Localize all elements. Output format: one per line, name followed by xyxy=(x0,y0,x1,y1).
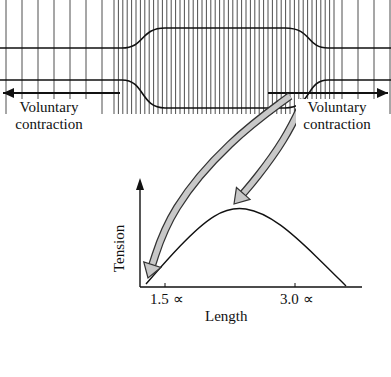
filament-line xyxy=(232,0,233,114)
filament-line xyxy=(358,0,359,114)
fibre-outline-top xyxy=(0,28,391,48)
arrow-body xyxy=(152,96,290,265)
filament-line xyxy=(281,0,282,114)
filament-line xyxy=(166,0,167,114)
filament-line xyxy=(250,0,251,114)
filament-line xyxy=(22,0,23,114)
mapping-arrow xyxy=(234,100,304,204)
filament-line xyxy=(70,0,71,114)
filament-line xyxy=(102,0,103,114)
filament-line xyxy=(122,0,123,114)
filament-line xyxy=(131,0,132,114)
arrow-shaft xyxy=(3,92,120,94)
filament-line xyxy=(246,0,247,114)
filament-line xyxy=(298,0,299,114)
filament-line xyxy=(210,0,211,114)
filament-line xyxy=(202,0,203,114)
filament-line xyxy=(175,0,176,114)
arrow-head xyxy=(377,88,388,98)
filament-line xyxy=(188,0,189,114)
arrow-outline xyxy=(152,96,290,265)
contraction-arrow xyxy=(3,88,120,98)
tick-label: 1.5 ∝ xyxy=(150,291,184,308)
filament-line xyxy=(241,0,242,114)
filament-line xyxy=(374,0,375,114)
filament-line xyxy=(263,0,264,114)
filament-line xyxy=(158,0,159,114)
filament-line xyxy=(303,0,304,114)
mapping-arrow xyxy=(144,96,290,278)
contraction-label: Voluntary contraction xyxy=(296,99,378,133)
axis-label: Tension xyxy=(111,225,128,272)
arrow-shaft xyxy=(268,92,388,94)
filament-line xyxy=(316,0,317,114)
filament-line xyxy=(228,0,229,114)
graph-axes xyxy=(136,178,362,287)
x-axis xyxy=(140,286,362,287)
arrow-outline xyxy=(243,100,304,193)
filament-line xyxy=(320,0,321,114)
tick xyxy=(165,283,166,287)
filament-line xyxy=(140,0,141,114)
filament-line xyxy=(254,0,255,114)
filament-line xyxy=(224,0,225,114)
tension-curve xyxy=(146,208,346,286)
filament-line xyxy=(294,0,295,114)
filament-line xyxy=(171,0,172,114)
axis-label: Length xyxy=(205,308,248,325)
axis-arrow-head xyxy=(136,178,144,190)
filament-line xyxy=(197,0,198,114)
filament-line xyxy=(219,0,220,114)
filament-line xyxy=(54,0,55,114)
filament-line xyxy=(6,0,7,114)
arrow-head xyxy=(234,188,250,204)
filament-line xyxy=(206,0,207,114)
filament-line xyxy=(193,0,194,114)
arrow-body xyxy=(243,100,304,193)
filament-line xyxy=(312,0,313,114)
filament-line xyxy=(325,0,326,114)
filament-line xyxy=(153,0,154,114)
filament-lines xyxy=(6,0,390,114)
filament-line xyxy=(276,0,277,114)
filament-line xyxy=(162,0,163,114)
filament-line xyxy=(334,0,335,114)
filament-line xyxy=(118,0,119,114)
filament-line xyxy=(184,0,185,114)
filament-line xyxy=(390,0,391,114)
filament-line xyxy=(114,0,115,114)
filament-line xyxy=(237,0,238,114)
contraction-label: Voluntary contraction xyxy=(8,99,90,133)
filament-line xyxy=(38,0,39,114)
tick-label: 3.0 ∝ xyxy=(280,291,314,308)
y-axis xyxy=(139,186,140,287)
tick xyxy=(295,283,296,287)
filament-line xyxy=(136,0,137,114)
filament-line xyxy=(329,0,330,114)
filament-line xyxy=(272,0,273,114)
filament-line xyxy=(149,0,150,114)
filament-line xyxy=(259,0,260,114)
arrow-head xyxy=(144,262,161,278)
filament-line xyxy=(268,0,269,114)
filament-line xyxy=(86,0,87,114)
filament-line xyxy=(215,0,216,114)
arrow-head xyxy=(3,88,14,98)
filament-line xyxy=(127,0,128,114)
filament-line xyxy=(180,0,181,114)
filament-line xyxy=(342,0,343,114)
